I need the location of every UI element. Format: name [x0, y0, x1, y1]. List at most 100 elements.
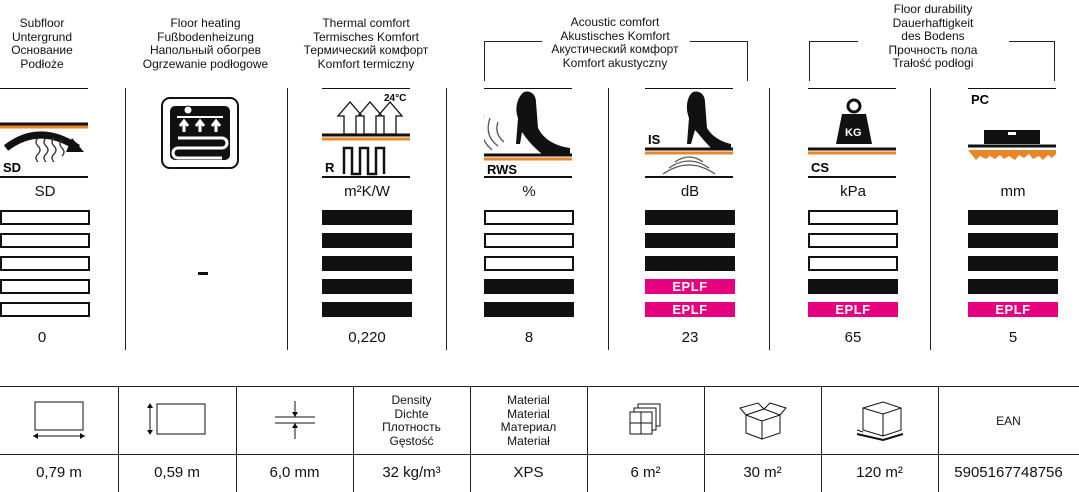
unit-cs: kPa — [840, 183, 866, 200]
icon-label: CS — [811, 160, 829, 175]
header-subfloor: Subfloor Untergrund Основание Podłoże — [0, 16, 84, 71]
value-width: 0,59 m — [154, 464, 200, 481]
filled-rating-bar — [322, 233, 412, 248]
filled-rating-bar — [645, 256, 735, 271]
header-line: Komfort akustyczny — [562, 55, 668, 70]
table-middle-border — [0, 454, 1079, 455]
pallet-icon — [821, 388, 938, 452]
epl-rating-bar: EPLF — [808, 302, 898, 317]
value-cs: 65 — [844, 329, 862, 346]
table-top-border — [0, 386, 1079, 387]
unit-r: m²K/W — [344, 183, 390, 200]
durability-cs-icon: KG CS — [808, 88, 896, 178]
icon-temp: 24°C — [384, 93, 406, 104]
header-line: Ogrzewanie podłogowe — [142, 56, 269, 71]
column-divider — [125, 88, 126, 350]
rating-bars-rws — [484, 210, 574, 325]
table-divider — [821, 386, 822, 492]
durability-pc-icon: PC — [968, 88, 1056, 160]
icon-label: IS — [648, 132, 661, 147]
unit-sd: SD — [34, 183, 56, 200]
filled-rating-bar — [484, 279, 574, 294]
empty-rating-bar — [808, 233, 898, 248]
header-line: Podłoże — [20, 56, 64, 71]
header-line: Прочность пола — [888, 42, 978, 57]
filled-rating-bar — [322, 256, 412, 271]
value-length: 0,79 m — [36, 464, 82, 481]
box-icon — [704, 388, 821, 452]
value-is: 23 — [681, 329, 699, 346]
table-divider — [470, 386, 471, 492]
table-divider — [118, 386, 119, 492]
empty-rating-bar — [0, 210, 90, 225]
rating-bars-sd — [0, 210, 90, 325]
header-line: Acoustic comfort — [570, 15, 660, 29]
ean-label: EAN — [996, 414, 1021, 428]
header-floor-durability: Floor durability Dauerhaftigkeit des Bod… — [858, 2, 1008, 71]
density-line: Плотность — [382, 420, 441, 434]
filled-rating-bar — [645, 210, 735, 225]
icon-label: SD — [3, 160, 21, 175]
filled-rating-bar — [322, 279, 412, 294]
header-line: Floor heating — [170, 16, 241, 30]
header-line: Termisches Komfort — [312, 29, 420, 44]
rating-bars-cs: EPLF — [808, 210, 898, 325]
header-line: Komfort termiczny — [317, 56, 415, 71]
empty-rating-bar — [808, 210, 898, 225]
header-acoustic-comfort: Acoustic comfort Akustisches Komfort Аку… — [540, 15, 690, 70]
value-thickness: 6,0 mm — [269, 464, 320, 481]
filled-rating-bar — [968, 279, 1058, 294]
filled-rating-bar — [645, 233, 735, 248]
panel-width-icon — [118, 388, 236, 452]
material-line: Материал — [500, 420, 557, 434]
value-rws: 8 — [524, 329, 534, 346]
rating-bars-pc: EPLF — [968, 210, 1058, 325]
value-density: 32 kg/m³ — [382, 464, 441, 481]
rating-bars-r — [322, 210, 412, 325]
header-line: Subfloor — [19, 16, 65, 30]
column-divider — [608, 88, 609, 350]
column-divider — [930, 88, 931, 350]
thermal-r-icon: 24°C R — [322, 88, 410, 178]
empty-rating-bar — [0, 233, 90, 248]
value-pack-area: 6 m² — [630, 464, 661, 481]
material-line: Materiał — [507, 433, 550, 448]
icon-label: PC — [971, 92, 990, 107]
filled-rating-bar — [968, 210, 1058, 225]
material-label: Material Material Материал Materiał — [470, 393, 587, 448]
floor-heating-icon — [161, 97, 239, 169]
density-line: Density — [391, 393, 432, 407]
column-divider — [446, 88, 447, 350]
header-line: Dauerhaftigkeit — [892, 15, 974, 30]
filled-rating-bar — [968, 233, 1058, 248]
value-sd: 0 — [37, 329, 47, 346]
icon-label: R — [325, 160, 335, 175]
value-material: XPS — [513, 464, 544, 481]
empty-rating-bar — [484, 233, 574, 248]
density-line: Dichte — [394, 406, 429, 421]
header-line: Fußbodenheizung — [157, 29, 254, 44]
empty-rating-bar — [484, 210, 574, 225]
pack-icon — [587, 388, 704, 452]
table-divider — [353, 386, 354, 492]
filled-rating-bar — [322, 210, 412, 225]
heating-not-applicable-dash — [198, 272, 208, 275]
material-line: Material — [507, 393, 550, 407]
icon-label: RWS — [487, 162, 517, 177]
filled-rating-bar — [322, 302, 412, 317]
icon-kg: KG — [845, 127, 862, 139]
acoustic-rws-icon: RWS — [484, 88, 572, 178]
value-ean: 5905167748756 — [954, 464, 1063, 481]
column-divider — [287, 88, 288, 350]
durability-bracket-right — [1009, 41, 1055, 81]
table-divider — [938, 386, 939, 492]
column-divider — [769, 88, 770, 350]
empty-rating-bar — [0, 302, 90, 317]
header-line: Trałość podłogi — [892, 56, 974, 70]
header-line: Akustisches Komfort — [560, 28, 670, 43]
filled-rating-bar — [968, 256, 1058, 271]
value-pc: 5 — [1008, 329, 1018, 346]
header-line: Floor durability — [893, 2, 973, 16]
empty-rating-bar — [484, 256, 574, 271]
